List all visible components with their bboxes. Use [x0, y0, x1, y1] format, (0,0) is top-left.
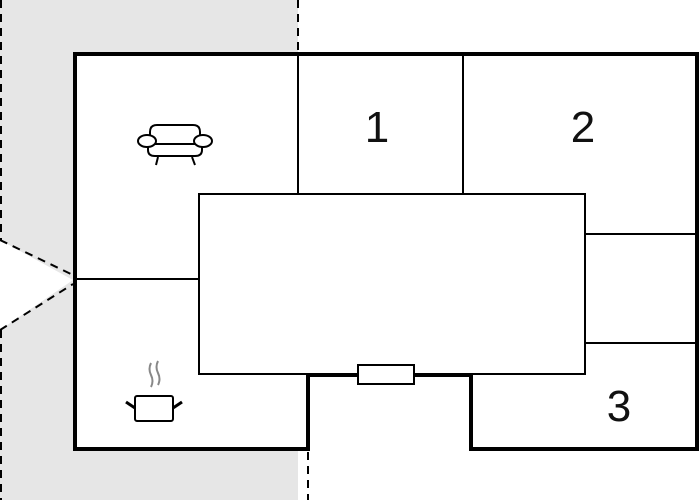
- cooking-pot-icon: [125, 360, 183, 422]
- room-3-label: 3: [607, 382, 631, 431]
- bottom-notch: [308, 375, 471, 455]
- property-boundary: [0, 0, 309, 500]
- room-2-label: 2: [571, 103, 595, 152]
- room-1-label: 1: [365, 103, 389, 152]
- sofa-icon: [137, 124, 213, 166]
- entrance-door: [357, 364, 415, 385]
